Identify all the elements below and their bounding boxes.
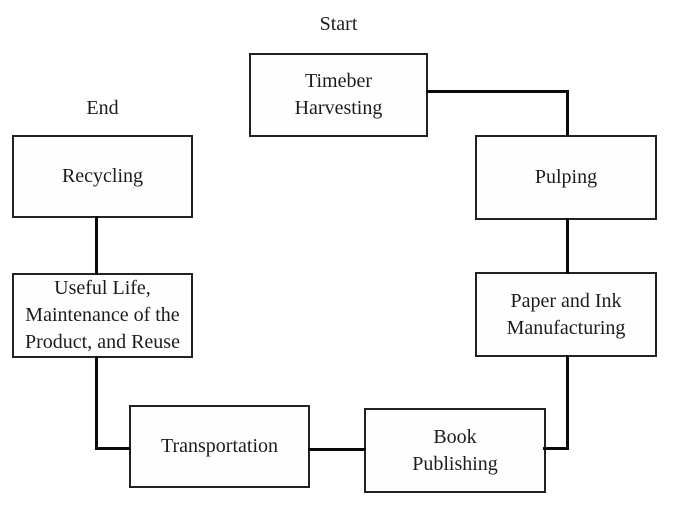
node-transportation: Transportation [129, 405, 310, 488]
node-useful-life-label: Useful Life, Maintenance of the Product,… [25, 277, 180, 353]
node-paper-ink-manufacturing: Paper and Ink Manufacturing [475, 272, 657, 357]
node-paper-ink-manufacturing-label: Paper and Ink Manufacturing [506, 289, 626, 339]
start-label: Start [319, 13, 358, 35]
node-pulping: Pulping [475, 135, 657, 220]
connector-timber-to-pulping-vertical [566, 90, 569, 136]
node-timber-harvesting-label: Timeber Harvesting [294, 70, 383, 119]
connector-book-to-transportation [308, 448, 366, 451]
connector-timber-to-pulping-horizontal [426, 90, 569, 93]
node-recycling-label: Recycling [61, 165, 144, 187]
end-label: End [86, 97, 119, 119]
connector-paper-to-book-horizontal [543, 447, 569, 450]
node-book-publishing: Book Publishing [364, 408, 546, 493]
connector-transportation-to-usefullife-horizontal [95, 447, 131, 450]
node-timber-harvesting: Timeber Harvesting [249, 53, 428, 137]
node-transportation-label: Transportation [160, 435, 279, 457]
node-pulping-label: Pulping [534, 166, 598, 188]
node-book-publishing-label: Book Publishing [412, 425, 498, 475]
connector-paper-to-book-vertical [566, 355, 569, 450]
connector-pulping-to-paper [566, 218, 569, 274]
connector-usefullife-to-recycling [95, 216, 98, 275]
connector-transportation-to-usefullife-vertical [95, 356, 98, 450]
node-useful-life: Useful Life, Maintenance of the Product,… [12, 273, 193, 358]
node-recycling: Recycling [12, 135, 193, 218]
